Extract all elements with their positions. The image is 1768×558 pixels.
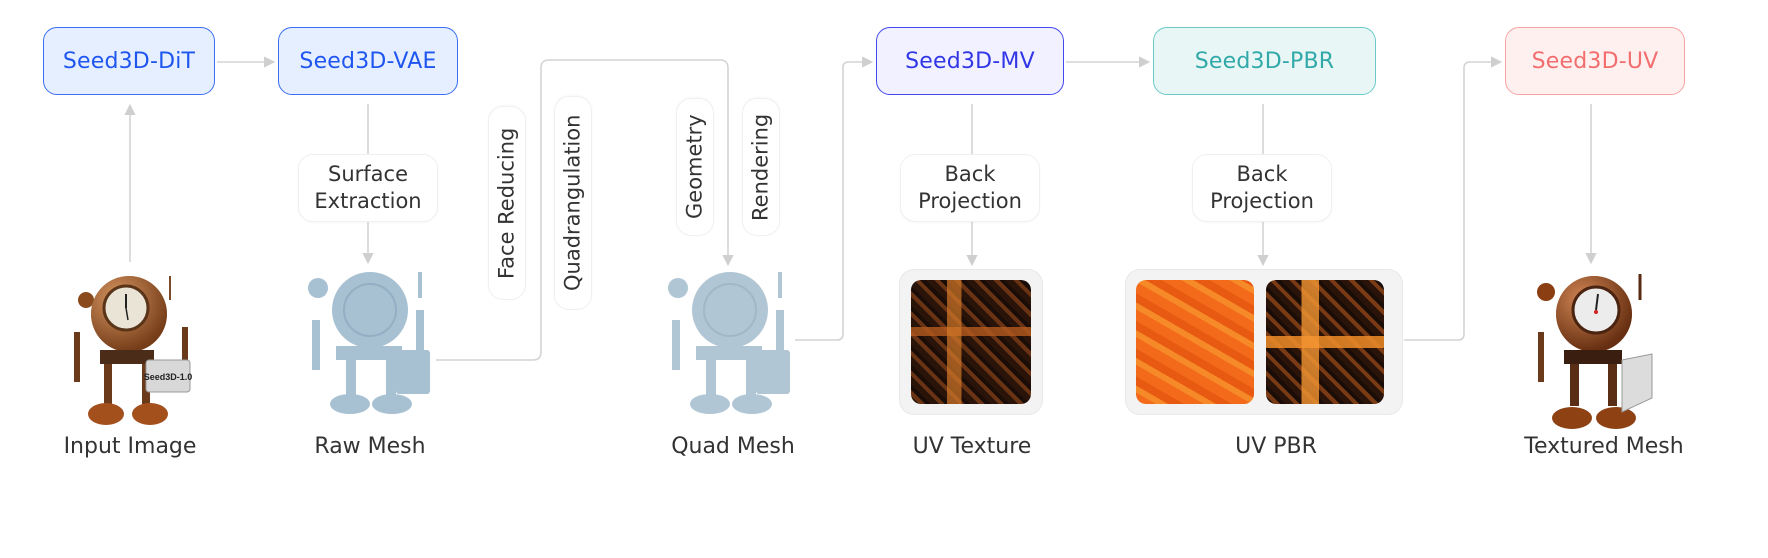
stage-label-quad-mesh: Quad Mesh (671, 434, 795, 459)
model-label: Seed3D-VAE (299, 48, 437, 74)
op-geometry: Geometry (677, 99, 713, 235)
edge-raw-to-quad (436, 59, 734, 361)
model-label: Seed3D-PBR (1194, 48, 1335, 74)
op-surface-extraction: Surface Extraction (299, 155, 437, 221)
model-seed3d-vae: Seed3D-VAE (278, 27, 458, 95)
textured-mesh-model (1537, 274, 1653, 429)
robot-copper-illustration: Seed3D-1.0 (74, 276, 192, 425)
model-seed3d-dit: Seed3D-DiT (43, 27, 215, 95)
stage-label-raw-mesh: Raw Mesh (314, 434, 426, 459)
edge-uvpbr-to-uv (1404, 56, 1503, 341)
edge-quad-to-mv (795, 56, 874, 341)
stage-label-input-image: Input Image (63, 434, 197, 459)
quad-mesh-model (668, 272, 790, 414)
op-back-projection-pbr: Back Projection (1193, 155, 1331, 221)
uv-pbr-frame (1126, 270, 1402, 414)
model-label: Seed3D-MV (905, 48, 1035, 74)
model-label: Seed3D-UV (1531, 48, 1659, 74)
raw-mesh-model (308, 272, 430, 414)
uv-pbr-albedo-map (1266, 280, 1384, 404)
op-quadrangulation: Quadrangulation (555, 97, 591, 309)
uv-texture-frame (900, 270, 1042, 414)
uv-texture-image (911, 280, 1031, 404)
op-face-reducing: Face Reducing (489, 107, 525, 299)
input-image-robot: Seed3D-1.0 (74, 276, 192, 425)
stage-label-textured-mesh: Textured Mesh (1524, 434, 1684, 459)
op-rendering: Rendering (743, 99, 779, 235)
model-seed3d-uv: Seed3D-UV (1505, 27, 1685, 95)
op-back-projection-mv: Back Projection (901, 155, 1039, 221)
stage-label-uv-texture: UV Texture (912, 434, 1032, 459)
model-seed3d-mv: Seed3D-MV (876, 27, 1064, 95)
sign-text: Seed3D-1.0 (144, 372, 193, 382)
uv-pbr-roughness-map (1136, 280, 1254, 404)
stage-label-uv-pbr: UV PBR (1235, 434, 1317, 459)
model-seed3d-pbr: Seed3D-PBR (1153, 27, 1376, 95)
model-label: Seed3D-DiT (62, 48, 196, 74)
